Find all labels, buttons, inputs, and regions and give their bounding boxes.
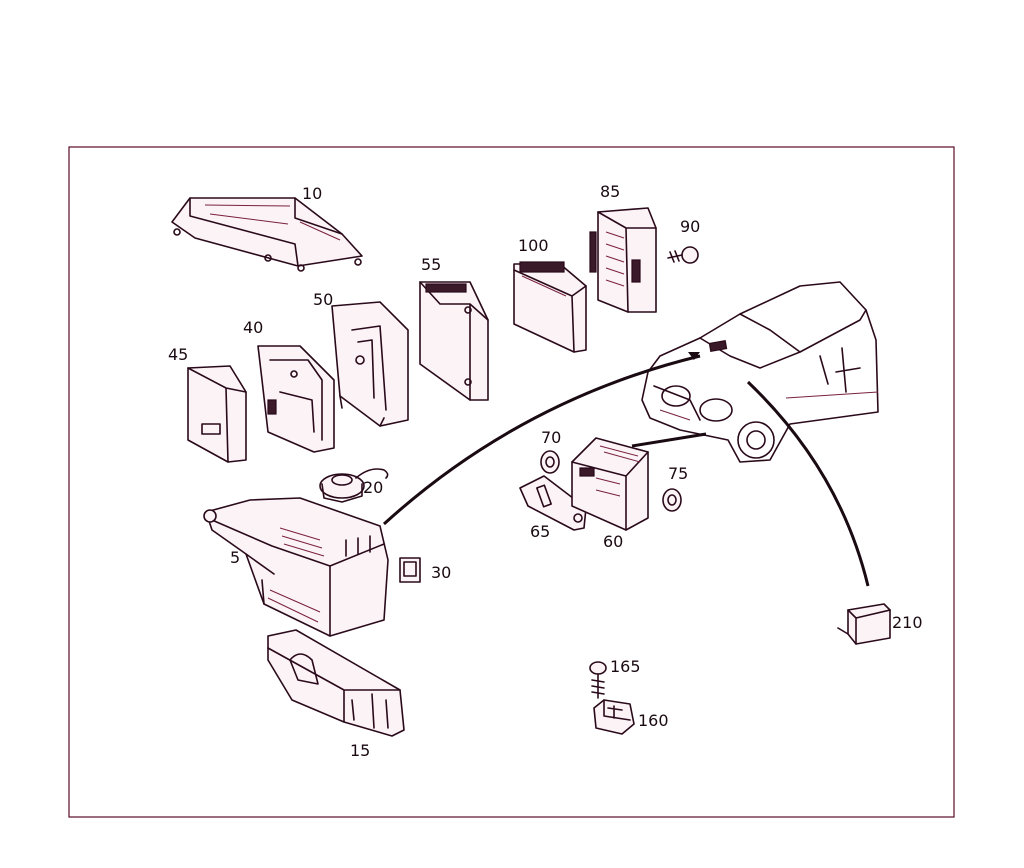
label-20: 20	[363, 478, 383, 497]
arrow-housing-to-car	[382, 354, 701, 526]
label-60: 60	[603, 532, 623, 551]
diagram-frame	[68, 146, 955, 818]
part-100-control-unit[interactable]	[513, 261, 587, 353]
part-90-screw[interactable]	[667, 246, 699, 264]
part-165-screw[interactable]	[589, 661, 607, 699]
part-160-connector[interactable]	[593, 699, 635, 735]
part-15-lower-housing[interactable]	[267, 629, 405, 737]
label-90: 90	[680, 217, 700, 236]
arrow-head-1	[688, 352, 700, 360]
label-50: 50	[313, 290, 333, 309]
part-20-sensor[interactable]	[319, 468, 389, 503]
part-45-control-unit[interactable]	[187, 365, 247, 463]
label-40: 40	[243, 318, 263, 337]
label-15: 15	[350, 741, 370, 760]
part-40-plate[interactable]	[257, 345, 335, 453]
car-illustration	[641, 281, 879, 463]
label-165: 165	[610, 657, 641, 676]
part-210-block[interactable]	[837, 603, 891, 645]
part-5-housing[interactable]	[203, 497, 389, 637]
arrow-relay-to-car	[631, 432, 707, 448]
part-65-bracket[interactable]	[519, 475, 587, 531]
arrow-car-to-210	[746, 380, 870, 587]
label-160: 160	[638, 711, 669, 730]
part-70-nut[interactable]	[540, 450, 560, 474]
part-55-ecu[interactable]	[419, 281, 489, 401]
label-45: 45	[168, 345, 188, 364]
label-70: 70	[541, 428, 561, 447]
label-210: 210	[892, 613, 923, 632]
label-75: 75	[668, 464, 688, 483]
part-60-relay-module[interactable]	[571, 437, 649, 531]
label-10: 10	[302, 184, 322, 203]
part-85-module[interactable]	[589, 207, 657, 313]
label-100: 100	[518, 236, 549, 255]
part-50-bracket[interactable]	[331, 301, 409, 427]
part-10-cover[interactable]	[171, 197, 363, 272]
label-65: 65	[530, 522, 550, 541]
part-75-nut[interactable]	[662, 488, 682, 512]
label-55: 55	[421, 255, 441, 274]
part-30-clip[interactable]	[399, 557, 421, 583]
label-85: 85	[600, 182, 620, 201]
label-30: 30	[431, 563, 451, 582]
label-5: 5	[230, 548, 240, 567]
